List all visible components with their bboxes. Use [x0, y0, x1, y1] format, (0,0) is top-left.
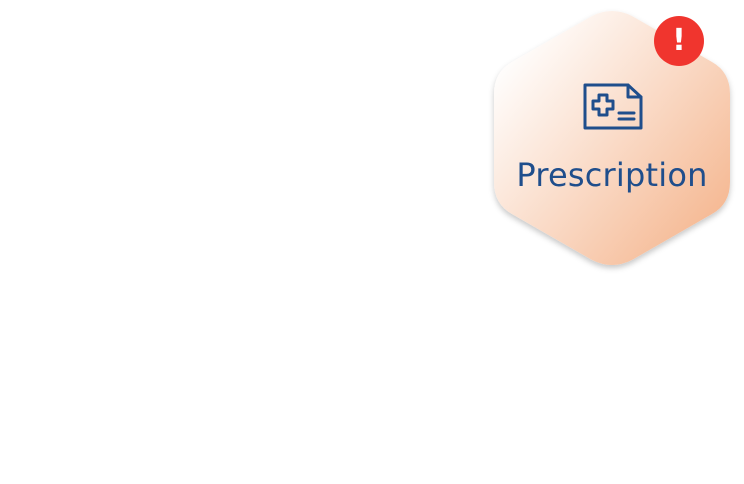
prescription-tile[interactable]: Prescription	[494, 10, 730, 266]
hex-background	[494, 11, 730, 265]
alert-badge: !	[654, 16, 704, 66]
alert-icon: !	[672, 23, 686, 58]
tile-label: Prescription	[516, 156, 708, 194]
prescription-icon	[582, 82, 644, 132]
